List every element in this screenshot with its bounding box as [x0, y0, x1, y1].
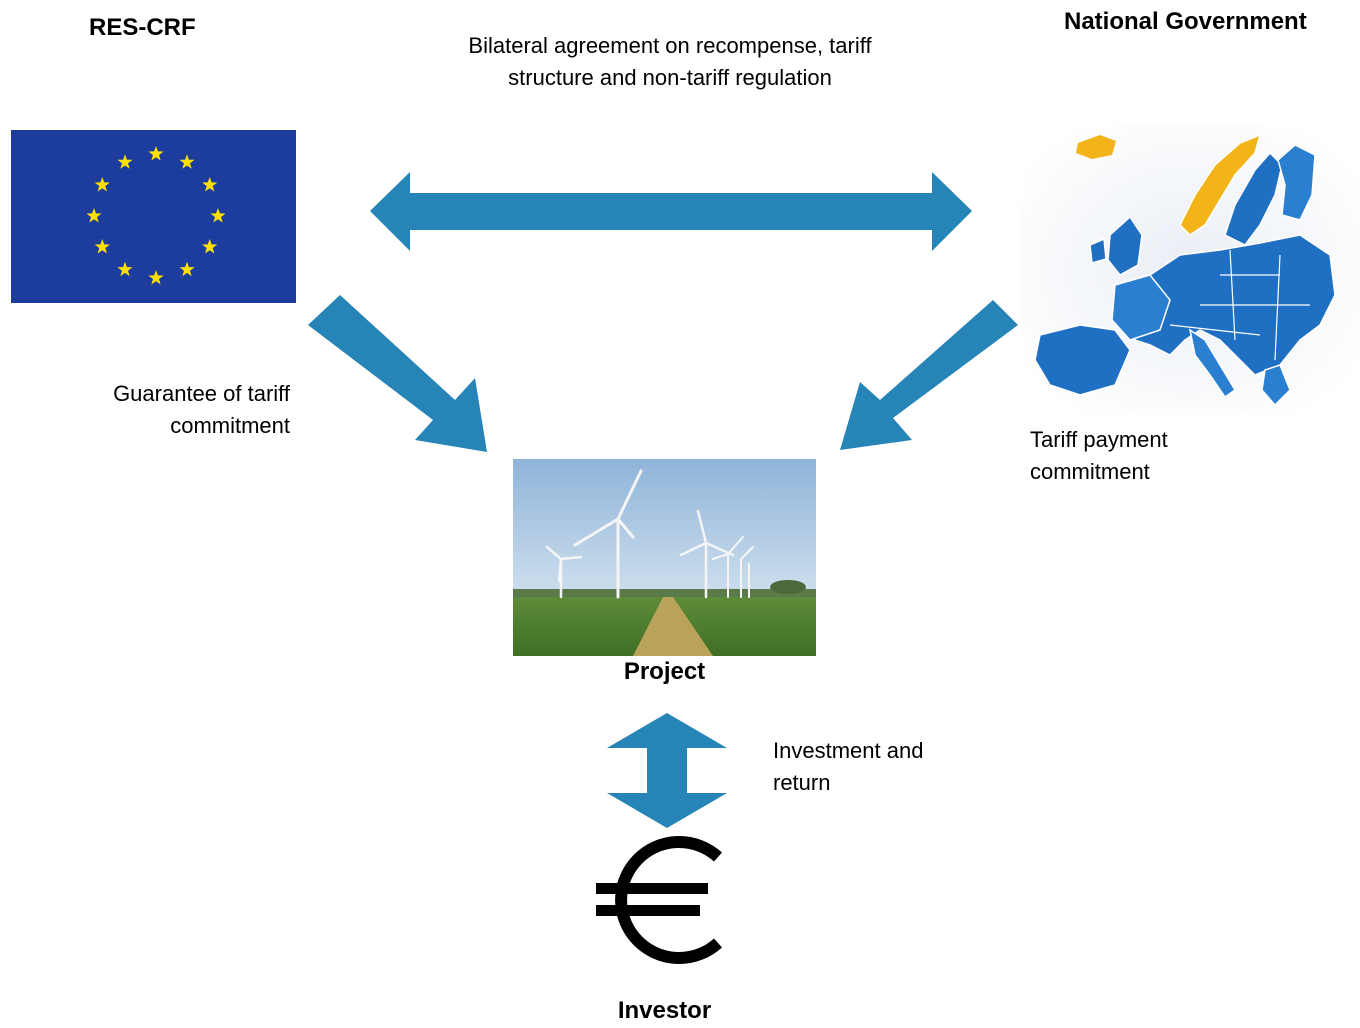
wind-farm-photo-icon — [513, 459, 816, 656]
investment-caption-line2: return — [773, 770, 831, 795]
eu-star-icon — [179, 261, 195, 277]
bilateral-double-arrow — [370, 172, 972, 251]
national-government-label: National Government — [1064, 8, 1307, 35]
eu-star-icon — [202, 239, 218, 254]
europe-map-icon — [1020, 125, 1360, 415]
eu-star-icon — [148, 270, 164, 285]
tariff-payment-arrow — [840, 300, 1018, 450]
bilateral-caption-line2: structure and non-tariff regulation — [508, 65, 832, 90]
guarantee-caption-line1: Guarantee of tariff — [113, 381, 290, 406]
investment-double-arrow — [607, 713, 727, 828]
eu-star-icon — [179, 154, 195, 169]
investment-caption: Investment and return — [773, 735, 1033, 799]
guarantee-arrow — [308, 295, 487, 452]
tariff-payment-caption-line2: commitment — [1030, 459, 1150, 484]
guarantee-caption-line2: commitment — [170, 413, 290, 438]
eu-star-icon — [94, 239, 110, 254]
tariff-payment-caption-line1: Tariff payment — [1030, 427, 1168, 452]
eu-flag-icon — [11, 130, 296, 303]
eu-star-icon — [117, 261, 133, 277]
project-label: Project — [623, 658, 706, 685]
eu-star-icon — [210, 208, 226, 223]
eu-star-icon — [117, 154, 133, 169]
eu-star-icon — [94, 177, 110, 192]
guarantee-caption: Guarantee of tariff commitment — [40, 378, 290, 442]
bilateral-agreement-caption: Bilateral agreement on recompense, tarif… — [370, 30, 970, 94]
euro-sign-icon — [590, 835, 735, 965]
investor-label: Investor — [617, 997, 712, 1024]
tariff-payment-caption: Tariff payment commitment — [1030, 424, 1330, 488]
investment-caption-line1: Investment and — [773, 738, 924, 763]
bilateral-caption-line1: Bilateral agreement on recompense, tarif… — [468, 33, 872, 58]
eu-star-icon — [202, 177, 218, 192]
eu-star-icon — [148, 146, 164, 161]
eu-star-icon — [86, 208, 102, 223]
res-crf-label: RES-CRF — [89, 14, 196, 41]
